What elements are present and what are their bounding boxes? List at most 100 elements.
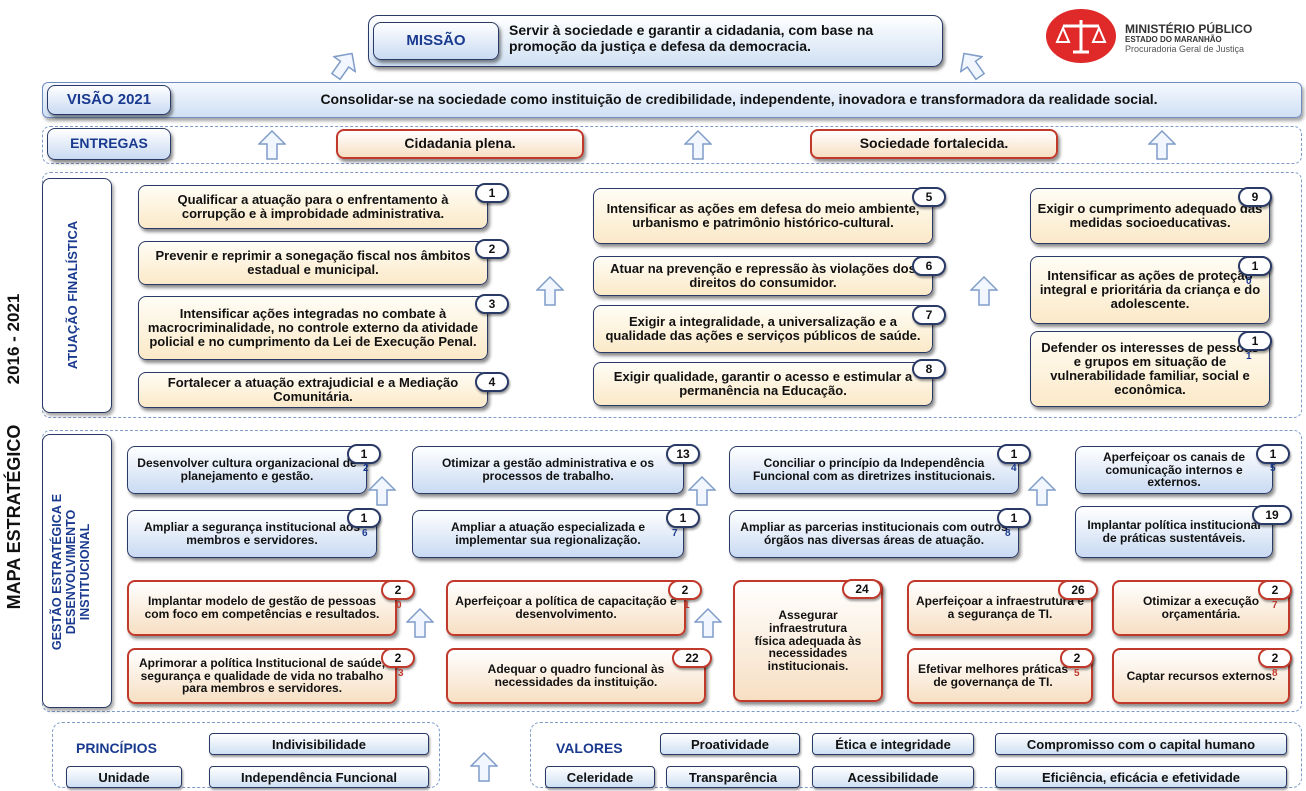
badge-27: 2 <box>1258 580 1292 600</box>
gestao-label-line1: GESTÃO ESTRATÉGICA E <box>50 493 64 651</box>
objective-5: Intensificar as ações em defesa do meio … <box>593 188 933 244</box>
badge-13: 13 <box>666 444 700 464</box>
up-arrow-icon <box>368 476 396 506</box>
logo-title: MINISTÉRIO PÚBLICO <box>1125 22 1253 36</box>
principios-label: PRINCÍPIOS <box>76 740 157 756</box>
objective-16: Ampliar a segurança institucional aos me… <box>127 510 377 558</box>
badge-16: 1 <box>347 508 381 528</box>
badge-9: 9 <box>1238 187 1272 207</box>
logo-state: ESTADO DO MARANHÃO <box>1125 35 1222 44</box>
up-arrow-icon <box>684 130 712 160</box>
badge-22: 22 <box>672 648 712 668</box>
valor-acessibilidade: Acessibilidade <box>812 766 974 788</box>
objective-14: Conciliar o princípio da Independência F… <box>729 446 1019 494</box>
badge-7: 7 <box>912 305 946 325</box>
objective-19: Implantar política institucional de prát… <box>1075 506 1273 558</box>
up-arrow-icon <box>258 130 286 160</box>
up-arrow-icon <box>1028 476 1056 506</box>
valor-celeridade: Celeridade <box>545 766 655 788</box>
badge-14: 1 <box>997 444 1031 464</box>
badge-15: 1 <box>1256 444 1290 464</box>
objective-25: Efetivar melhores práticas de governança… <box>907 648 1093 704</box>
objective-23: Aprimorar a política Institucional de sa… <box>127 648 397 704</box>
badge-1: 1 <box>475 183 509 203</box>
badge-23-digit: 3 <box>398 668 404 679</box>
badge-2: 2 <box>475 239 509 259</box>
badge-11: 1 <box>1238 331 1272 351</box>
entrega-sociedade: Sociedade fortalecida. <box>810 129 1058 159</box>
valor-proatividade: Proatividade <box>660 733 800 755</box>
up-arrow-icon <box>536 276 564 306</box>
up-arrow-icon <box>1148 130 1176 160</box>
objective-9: Exigir o cumprimento adequado das medida… <box>1030 188 1270 244</box>
badge-28-digit: 8 <box>1272 668 1278 679</box>
gestao-label-line3: INSTITUCIONAL <box>77 523 92 621</box>
objective-2: Prevenir e reprimir a sonegação fiscal n… <box>138 241 488 285</box>
badge-25: 2 <box>1060 648 1094 668</box>
badge-28: 2 <box>1258 648 1292 668</box>
badge-24: 24 <box>842 579 882 599</box>
entregas-label: ENTREGAS <box>47 128 171 160</box>
objective-24: Assegurar infraestrutura física adequada… <box>733 580 883 702</box>
missao-text: Servir à sociedade e garantir a cidadani… <box>509 22 874 55</box>
objective-15: Aperfeiçoar os canais de comunicação int… <box>1075 446 1273 494</box>
objective-17: Ampliar a atuação especializada e implem… <box>412 510 684 558</box>
objective-22: Adequar o quadro funcional às necessidad… <box>446 648 706 704</box>
up-arrow-icon <box>470 752 498 782</box>
objective-4: Fortalecer a atuação extrajudicial e a M… <box>138 372 488 408</box>
atuacao-label-box: ATUAÇÃO FINALÍSTICA <box>42 178 112 413</box>
objective-8: Exigir qualidade, garantir o acesso e es… <box>593 362 933 406</box>
badge-3: 3 <box>475 294 509 314</box>
gestao-label-line2: DESENVOLVIMENTO <box>63 509 78 635</box>
badge-18-digit: 8 <box>1005 528 1011 539</box>
badge-18: 1 <box>997 508 1031 528</box>
principio-indivisibilidade: Indivisibilidade <box>209 733 429 755</box>
entregas-frame <box>42 126 1302 164</box>
badge-8: 8 <box>912 359 946 379</box>
badge-16-digit: 6 <box>362 528 368 539</box>
badge-21-digit: 1 <box>684 600 690 611</box>
up-arrow-icon <box>694 608 722 638</box>
valor-transparencia: Transparência <box>666 766 800 788</box>
badge-23: 2 <box>381 648 415 668</box>
visao-text: Consolidar-se na sociedade como institui… <box>320 91 1158 107</box>
entrega-cidadania: Cidadania plena. <box>336 129 584 159</box>
objective-3: Intensificar ações integradas no combate… <box>138 296 488 360</box>
objective-10: Intensificar as ações de proteção integr… <box>1030 256 1270 324</box>
badge-21: 2 <box>668 580 702 600</box>
up-arrow-icon <box>324 45 364 86</box>
logo: MINISTÉRIO PÚBLICO ESTADO DO MARANHÃO Pr… <box>1045 8 1300 64</box>
badge-5: 5 <box>912 187 946 207</box>
objective-21: Aperfeiçoar a política de capacitação e … <box>446 580 686 636</box>
side-period: 2016 - 2021 <box>4 284 26 394</box>
badge-19: 19 <box>1252 505 1292 525</box>
objective-11: Defender os interesses de pessoas e grup… <box>1030 331 1270 407</box>
objective-20: Implantar modelo de gestão de pessoas co… <box>127 580 397 636</box>
valor-etica: Ética e integridade <box>812 733 974 755</box>
valores-label: VALORES <box>556 740 623 756</box>
objective-1: Qualificar a atuação para o enfrentament… <box>138 185 488 229</box>
valor-eficiencia: Eficiência, eficácia e efetividade <box>995 766 1287 788</box>
badge-20-digit: 0 <box>396 600 402 611</box>
objective-12: Desenvolver cultura organizacional de pl… <box>127 446 367 494</box>
badge-25-digit: 5 <box>1074 668 1080 679</box>
badge-17-digit: 7 <box>672 528 678 539</box>
badge-27-digit: 7 <box>1272 600 1278 611</box>
visao-label: VISÃO 2021 <box>47 85 171 115</box>
atuacao-label: ATUAÇÃO FINALÍSTICA <box>65 220 80 370</box>
gestao-label: GESTÃO ESTRATÉGICA E DESENVOLVIMENTO INS… <box>50 437 105 707</box>
badge-12-digit: 2 <box>363 463 369 474</box>
badge-20: 2 <box>381 580 415 600</box>
up-arrow-icon <box>970 276 998 306</box>
scales-logo-icon <box>1046 9 1116 63</box>
side-title-text: MAPA ESTRATÉGICO <box>4 424 24 610</box>
missao-label: MISSÃO <box>373 22 499 60</box>
badge-10: 1 <box>1238 256 1272 276</box>
visao-strip <box>42 82 1302 118</box>
objective-27: Otimizar a execução orçamentária. <box>1112 580 1290 636</box>
principio-independencia: Independência Funcional <box>209 766 429 788</box>
objective-7: Exigir a integralidade, a universalizaçã… <box>593 305 933 353</box>
up-arrow-icon <box>952 45 992 86</box>
badge-10-digit: 0 <box>1246 276 1252 287</box>
up-arrow-icon <box>688 476 716 506</box>
